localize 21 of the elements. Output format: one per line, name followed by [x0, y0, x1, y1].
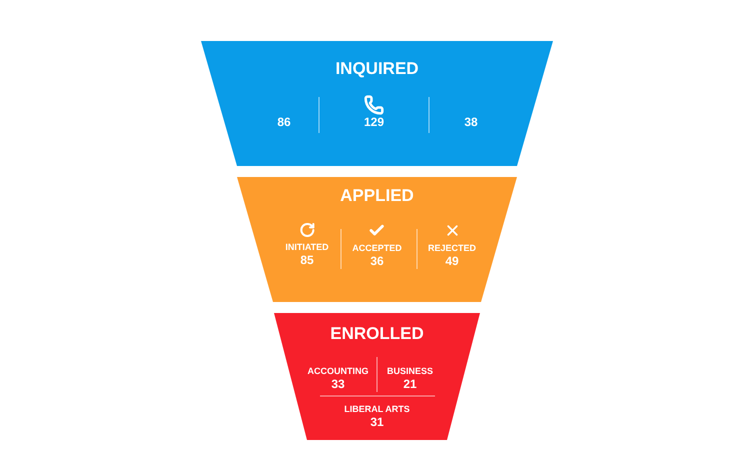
category-label: REJECTED [428, 242, 476, 254]
count-value: 33 [331, 377, 345, 391]
count-value: 85 [300, 253, 314, 267]
category-label: ACCEPTED [352, 242, 402, 254]
funnel-stage [274, 313, 480, 440]
category-label: LIBERAL ARTS [344, 403, 410, 415]
funnel-stage [201, 41, 553, 166]
count-value: 21 [403, 377, 417, 391]
category-label: INITIATED [285, 241, 329, 253]
count-value: 86 [277, 115, 291, 129]
funnel-stage [237, 177, 517, 302]
category-label: BUSINESS [387, 365, 433, 377]
count-value: 49 [445, 254, 459, 268]
stage-title: INQUIRED [335, 59, 419, 79]
count-value: 31 [370, 415, 384, 429]
count-value: 36 [370, 254, 384, 268]
stage-title: ENROLLED [330, 324, 424, 344]
count-value: 129 [364, 115, 384, 129]
count-value: 38 [464, 115, 478, 129]
stage-title: APPLIED [340, 186, 414, 206]
category-label: ACCOUNTING [308, 365, 368, 377]
